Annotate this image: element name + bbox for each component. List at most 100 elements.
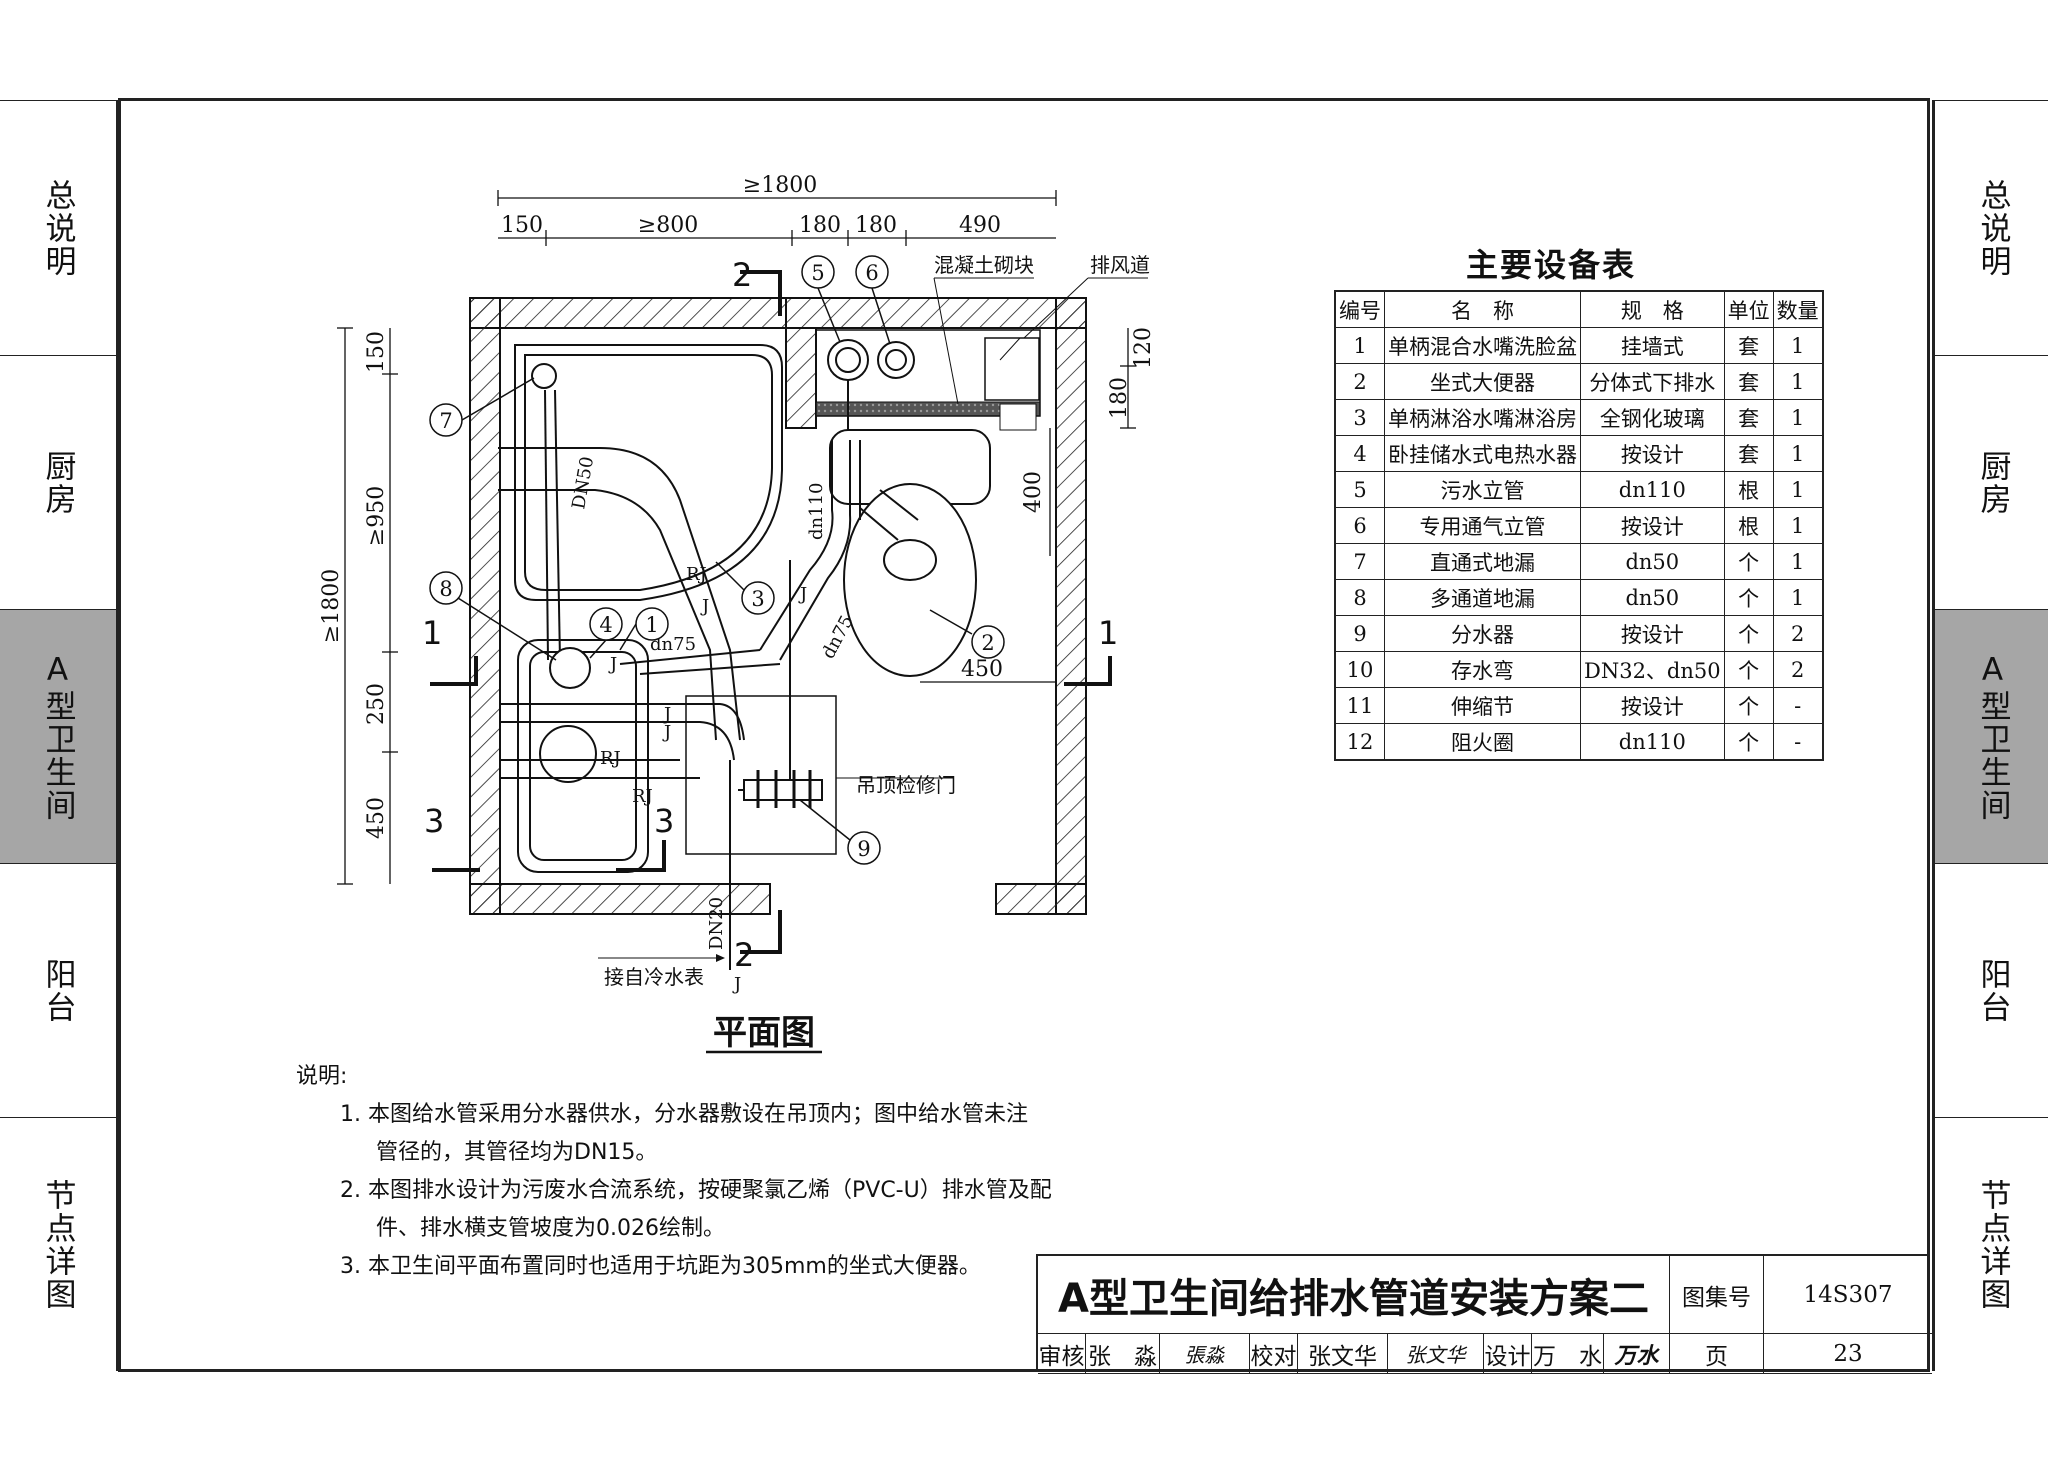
svg-text:J: J: [662, 704, 671, 725]
cell-spec: 挂墙式: [1580, 327, 1725, 364]
side-tab-balcony-right[interactable]: 阳台: [1935, 864, 2048, 1118]
side-tab-kitchen[interactable]: 厨房: [0, 356, 116, 610]
supply-pipes: [498, 389, 820, 970]
svg-text:dn110: dn110: [806, 483, 827, 540]
cell-qty: 1: [1772, 471, 1824, 508]
svg-text:≥800: ≥800: [638, 213, 698, 238]
cell-qty: 2: [1772, 651, 1824, 688]
side-tab-kitchen-right[interactable]: 厨房: [1935, 356, 2048, 610]
manifold: [743, 779, 823, 801]
cell-name: 分水器: [1384, 615, 1581, 652]
cell-qty: 1: [1772, 435, 1824, 472]
cell-spec: 按设计: [1580, 507, 1725, 544]
cell-no: 2: [1334, 363, 1385, 400]
designer-signature: 万水: [1604, 1334, 1670, 1374]
cell-qty: -: [1772, 687, 1824, 724]
page-number: 23: [1764, 1334, 1932, 1374]
section-labels: 1 1 2 2 3 3: [422, 256, 1118, 974]
side-tab-general[interactable]: 总说明: [0, 101, 116, 356]
svg-text:RJ: RJ: [686, 564, 707, 585]
svg-text:150: 150: [501, 213, 543, 238]
cell-name: 污水立管: [1384, 471, 1581, 508]
svg-text:180: 180: [855, 213, 897, 238]
designer-name: 万 水: [1532, 1334, 1604, 1374]
svg-text:2: 2: [981, 631, 994, 655]
reviewer-signature: 張淼: [1160, 1334, 1250, 1374]
cell-name: 存水弯: [1384, 651, 1581, 688]
cell-qty: 1: [1772, 327, 1824, 364]
cell-no: 3: [1334, 399, 1385, 436]
cell-unit: 个: [1723, 651, 1774, 688]
cell-spec: 按设计: [1580, 435, 1725, 472]
cell-qty: 2: [1772, 615, 1824, 652]
vent-duct-box: [984, 337, 1040, 401]
cell-no: 8: [1334, 579, 1385, 616]
dimension-text: ≥1800 150 ≥800 180 180 490 ≥1800 150 ≥95…: [319, 173, 1156, 839]
checker-name: 张文华: [1298, 1334, 1388, 1374]
leader-labels: 混凝土砌块 排风道 吊顶检修门 接自冷水表: [598, 253, 1150, 989]
stacks: [827, 339, 915, 381]
side-tab-bathroom-a-right[interactable]: A型卫生间: [1935, 610, 2048, 864]
cell-name: 单柄淋浴水嘴淋浴房: [1384, 399, 1581, 436]
cell-name: 直通式地漏: [1384, 543, 1581, 580]
cell-unit: 套: [1723, 327, 1774, 364]
side-tab-balcony[interactable]: 阳台: [0, 864, 116, 1118]
note-item: 1. 本图给水管采用分水器供水，分水器敷设在吊顶内；图中给水管未注: [340, 1102, 1029, 1127]
cell-unit: 个: [1723, 687, 1774, 724]
review-label: 审核: [1038, 1334, 1086, 1374]
right-side-nav: 总说明 厨房 A型卫生间 阳台 节点详图: [1932, 100, 2048, 1371]
note-line: 管径的，其管径均为DN15。: [376, 1140, 658, 1165]
page-label: 页: [1670, 1334, 1764, 1374]
section-marks: [430, 270, 1112, 954]
svg-text:6: 6: [865, 261, 878, 285]
svg-text:J: J: [732, 974, 741, 995]
cell-qty: 1: [1772, 579, 1824, 616]
shower-enclosure: [514, 344, 783, 601]
header-spec: 规 格: [1580, 290, 1725, 328]
floor-drains: [531, 363, 591, 689]
cell-spec: DN32、dn50: [1580, 651, 1725, 688]
svg-text:2: 2: [732, 256, 752, 294]
reviewer-name: 张 淼: [1086, 1334, 1160, 1374]
note-item: 2. 本图排水设计为污废水合流系统，按硬聚氯乙烯（PVC-U）排水管及配: [340, 1178, 1052, 1203]
svg-text:J: J: [662, 722, 671, 743]
cell-no: 9: [1334, 615, 1385, 652]
side-tab-details[interactable]: 节点详图: [39, 1178, 76, 1311]
cell-spec: 按设计: [1580, 687, 1725, 724]
cell-no: 1: [1334, 327, 1385, 364]
svg-text:450: 450: [364, 797, 389, 839]
svg-text:120: 120: [1131, 327, 1156, 369]
svg-text:RJ: RJ: [632, 786, 653, 807]
side-tab-bathroom-a[interactable]: A型卫生间: [0, 610, 116, 864]
cell-name: 坐式大便器: [1384, 363, 1581, 400]
svg-text:1: 1: [645, 613, 658, 637]
callout-numbers: 1 2 3 4 5 6 7 8 9: [439, 261, 994, 861]
equipment-table-title: 主要设备表: [1465, 246, 1636, 284]
svg-text:接自冷水表: 接自冷水表: [604, 965, 704, 989]
svg-text:490: 490: [959, 213, 1001, 238]
svg-text:混凝土砌块: 混凝土砌块: [934, 253, 1034, 277]
svg-text:RJ: RJ: [600, 748, 621, 769]
svg-text:≥1800: ≥1800: [743, 173, 817, 198]
cell-qty: 1: [1772, 363, 1824, 400]
check-label: 校对: [1250, 1334, 1298, 1374]
design-label: 设计: [1484, 1334, 1532, 1374]
cell-unit: 个: [1723, 723, 1774, 761]
atlas-number: 14S307: [1764, 1256, 1932, 1334]
svg-text:DN20: DN20: [706, 897, 727, 950]
cell-unit: 套: [1723, 399, 1774, 436]
side-tab-details-right[interactable]: 节点详图: [1974, 1178, 2011, 1311]
cell-unit: 套: [1723, 363, 1774, 400]
side-tab-general-right[interactable]: 总说明: [1935, 101, 2048, 356]
left-side-nav: 总说明 厨房 A型卫生间 阳台 节点详图: [0, 100, 119, 1371]
cell-no: 10: [1334, 651, 1385, 688]
